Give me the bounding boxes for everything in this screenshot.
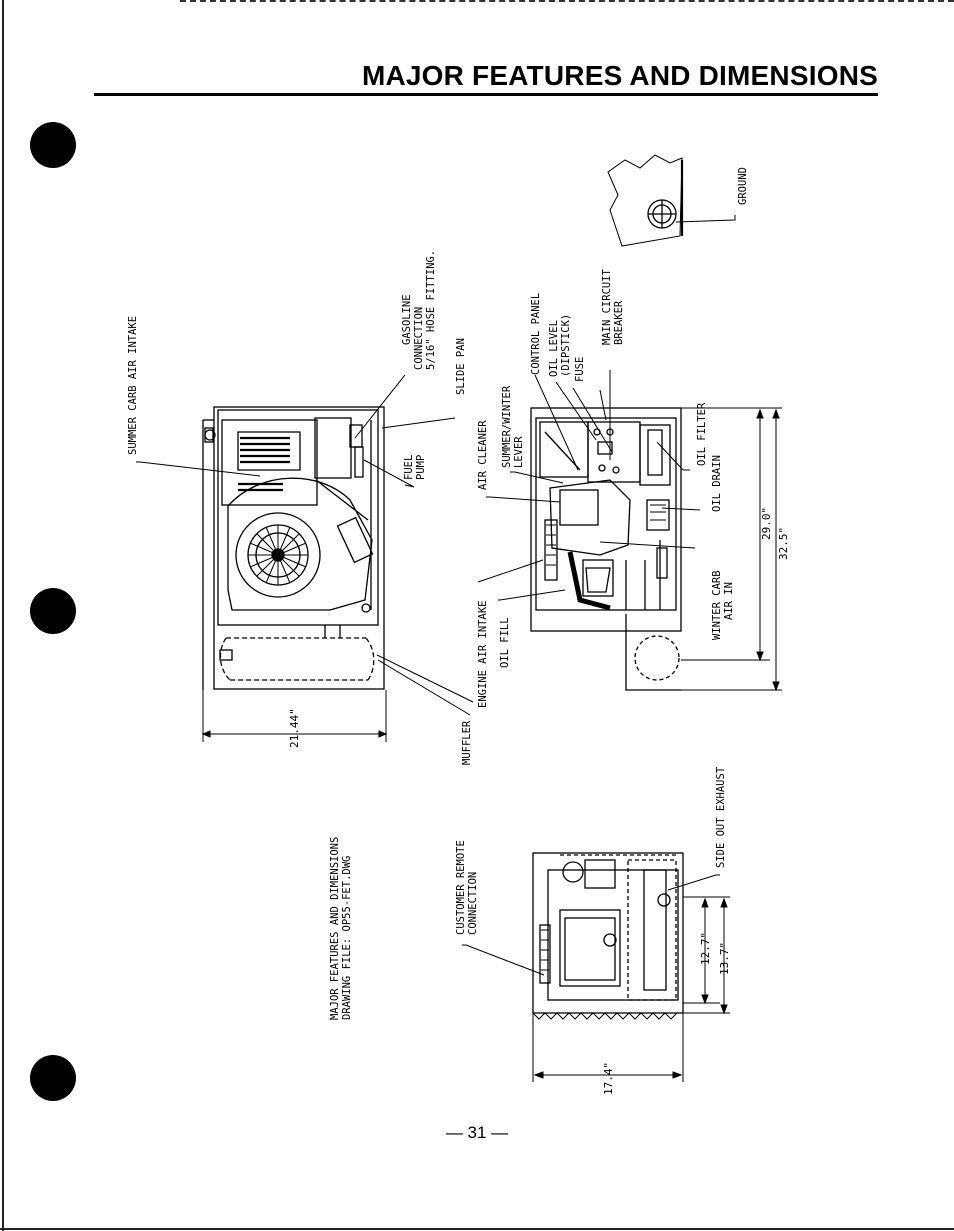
ground-detail	[607, 154, 736, 247]
binder-hole-middle	[30, 588, 76, 634]
label-air-cleaner: AIR CLEANER	[477, 420, 489, 490]
label-fuse: FUSE	[574, 357, 586, 382]
dimension-29-32-5	[681, 407, 782, 692]
right-view-leaders	[477, 370, 701, 601]
label-winter-carb-air-in-line1: WINTER CARB	[711, 570, 723, 640]
drawing-note-line2: DRAWING FILE: OP55-FET.DWG	[341, 856, 353, 1020]
scan-top-rule	[180, 0, 954, 2]
label-slide-pan: SLIDE PAN	[455, 338, 467, 395]
label-customer-remote-connection-line1: CUSTOMER REMOTE	[455, 840, 467, 935]
label-summer-carb-air-intake: SUMMER CARB AIR INTAKE	[127, 316, 139, 455]
label-ground: GROUND	[737, 167, 749, 205]
page-title: MAJOR FEATURES AND DIMENSIONS	[361, 60, 878, 91]
binder-hole-top	[30, 122, 76, 168]
label-oil-fill: OIL FILL	[499, 617, 511, 668]
label-fuel-pump-line1: FUEL	[403, 455, 415, 480]
title-underline	[94, 93, 878, 96]
dimension-21-44	[201, 690, 388, 742]
label-gasoline-connection-line1: GASOLINE	[401, 294, 413, 345]
right-view-generator	[530, 407, 682, 691]
page-number: — 31 —	[445, 1123, 509, 1142]
label-summer-winter-lever-line1: SUMMER/WINTER	[501, 385, 513, 468]
label-muffler: MUFFLER	[461, 720, 473, 765]
left-view-leaders	[136, 374, 474, 716]
label-side-out-exhaust: SIDE OUT EXHAUST	[715, 766, 727, 868]
dim-text-21-44: 21.44"	[288, 708, 301, 748]
dimension-17-4	[532, 1013, 684, 1082]
dim-text-13-7: 13.7"	[718, 942, 731, 975]
dimension-12-7-13-7	[683, 896, 730, 1015]
label-oil-level-line2: (DIPSTICK)	[560, 314, 572, 377]
scan-bottom-edge	[0, 1228, 954, 1230]
label-engine-air-intake: ENGINE AIR INTAKE	[477, 601, 489, 708]
drawing-note-line1: MAJOR FEATURES AND DIMENSIONS	[329, 837, 341, 1020]
dim-text-29-0: 29.0"	[760, 507, 773, 540]
label-main-circuit-breaker-line1: MAIN CIRCUIT	[601, 268, 613, 345]
label-oil-filter: OIL FILTER	[696, 402, 708, 466]
scan-left-edge	[2, 0, 4, 1231]
label-gasoline-connection-line2: CONNECTION	[413, 307, 425, 370]
label-control-panel: CONTROL PANEL	[530, 293, 542, 375]
front-view-generator	[532, 852, 684, 1020]
label-gasoline-connection-line3: 5/16" HOSE FITTING.	[425, 250, 437, 370]
dim-text-17-4: 17.4"	[602, 1062, 615, 1095]
label-summer-winter-lever-line2: LEVER	[513, 436, 525, 468]
dim-text-12-7: 12.7"	[699, 932, 712, 965]
label-customer-remote-connection-line2: CONNECTION	[467, 872, 479, 935]
label-fuel-pump-line2: PUMP	[415, 455, 427, 480]
label-oil-drain: OIL DRAIN	[711, 455, 723, 512]
label-oil-level-line1: OIL LEVEL	[548, 320, 560, 377]
label-main-circuit-breaker-line2: BREAKER	[613, 300, 625, 345]
label-winter-carb-air-in-line2: AIR IN	[723, 582, 735, 620]
dim-text-32-5: 32.5"	[777, 527, 790, 560]
left-view-generator	[202, 406, 385, 690]
binder-hole-bottom	[30, 1055, 76, 1101]
front-view-leaders	[462, 874, 720, 976]
